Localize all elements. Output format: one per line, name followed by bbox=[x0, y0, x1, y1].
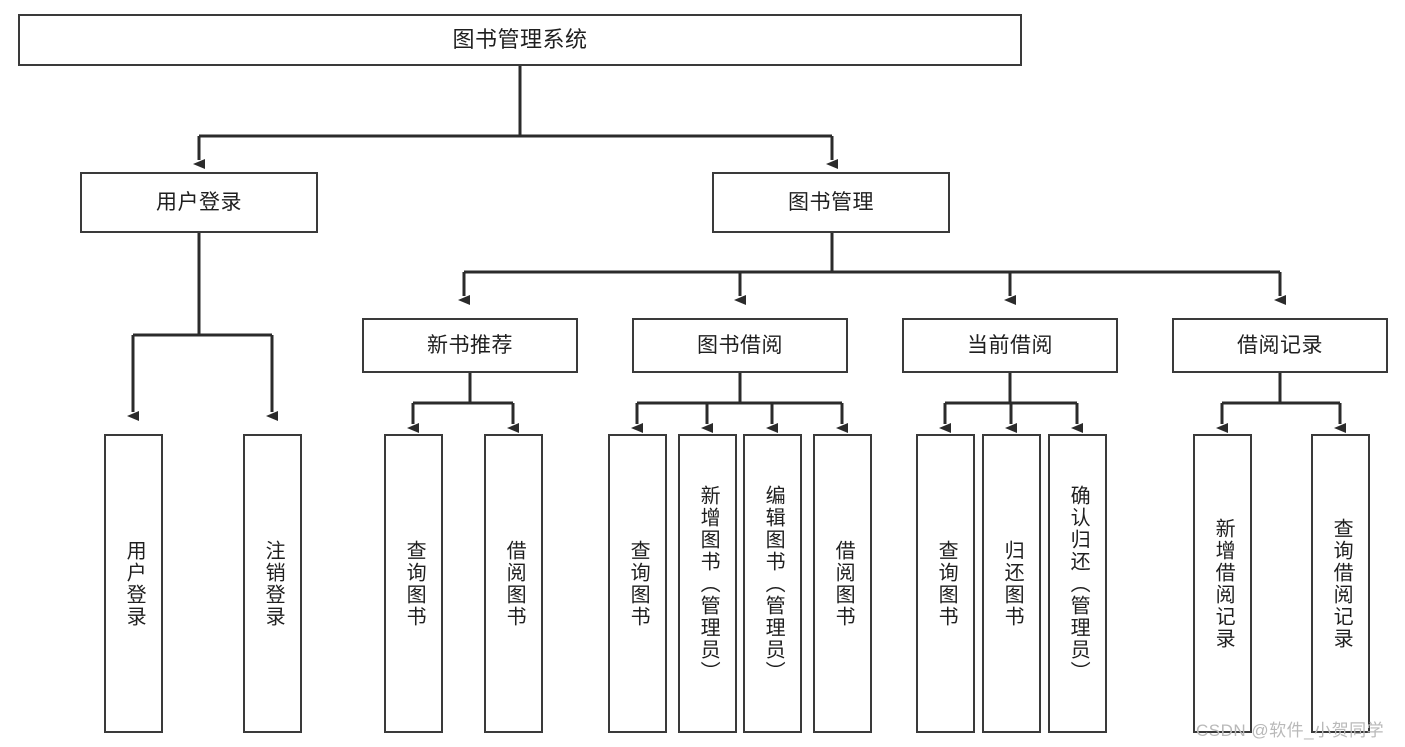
node-leaf-add-borrow-record[interactable]: 新增借阅记录 bbox=[1193, 434, 1252, 733]
node-label: 编辑图书（管理员） bbox=[762, 484, 785, 683]
node-label: 借阅图书 bbox=[503, 539, 526, 628]
node-label: 新书推荐 bbox=[427, 333, 513, 357]
node-label: 查询图书 bbox=[403, 539, 426, 628]
node-leaf-return-book[interactable]: 归还图书 bbox=[982, 434, 1041, 733]
node-label: 归还图书 bbox=[1001, 539, 1024, 628]
node-leaf-query-book-recommend[interactable]: 查询图书 bbox=[384, 434, 443, 733]
node-book-management[interactable]: 图书管理 bbox=[712, 172, 950, 233]
node-leaf-user-login[interactable]: 用户登录 bbox=[104, 434, 163, 733]
node-label: 图书管理 bbox=[788, 190, 874, 214]
node-leaf-borrow-book-recommend[interactable]: 借阅图书 bbox=[484, 434, 543, 733]
node-label: 确认归还（管理员） bbox=[1067, 484, 1090, 683]
node-label: 查询借阅记录 bbox=[1330, 517, 1353, 650]
node-label: 图书借阅 bbox=[697, 333, 783, 357]
node-label: 借阅记录 bbox=[1237, 333, 1323, 357]
node-label: 查询图书 bbox=[627, 539, 650, 628]
node-book-borrow[interactable]: 图书借阅 bbox=[632, 318, 848, 373]
node-leaf-add-book-admin[interactable]: 新增图书（管理员） bbox=[678, 434, 737, 733]
node-leaf-logout[interactable]: 注销登录 bbox=[243, 434, 302, 733]
node-label: 注销登录 bbox=[262, 539, 285, 628]
node-user-login[interactable]: 用户登录 bbox=[80, 172, 318, 233]
node-label: 图书管理系统 bbox=[452, 26, 588, 52]
node-label: 当前借阅 bbox=[967, 333, 1053, 357]
node-label: 用户登录 bbox=[123, 539, 146, 628]
node-label: 新增图书（管理员） bbox=[697, 484, 720, 683]
node-leaf-borrow-book[interactable]: 借阅图书 bbox=[813, 434, 872, 733]
node-label: 查询图书 bbox=[935, 539, 958, 628]
node-borrow-record[interactable]: 借阅记录 bbox=[1172, 318, 1388, 373]
node-leaf-edit-book-admin[interactable]: 编辑图书（管理员） bbox=[743, 434, 802, 733]
node-root-book-management-system[interactable]: 图书管理系统 bbox=[18, 14, 1022, 66]
node-label: 新增借阅记录 bbox=[1212, 517, 1235, 650]
node-leaf-query-book-borrow[interactable]: 查询图书 bbox=[608, 434, 667, 733]
node-label: 借阅图书 bbox=[832, 539, 855, 628]
node-label: 用户登录 bbox=[156, 190, 242, 214]
node-current-borrow[interactable]: 当前借阅 bbox=[902, 318, 1118, 373]
node-leaf-query-borrow-record[interactable]: 查询借阅记录 bbox=[1311, 434, 1370, 733]
node-new-book-recommend[interactable]: 新书推荐 bbox=[362, 318, 578, 373]
node-leaf-query-book-current[interactable]: 查询图书 bbox=[916, 434, 975, 733]
node-leaf-confirm-return-admin[interactable]: 确认归还（管理员） bbox=[1048, 434, 1107, 733]
